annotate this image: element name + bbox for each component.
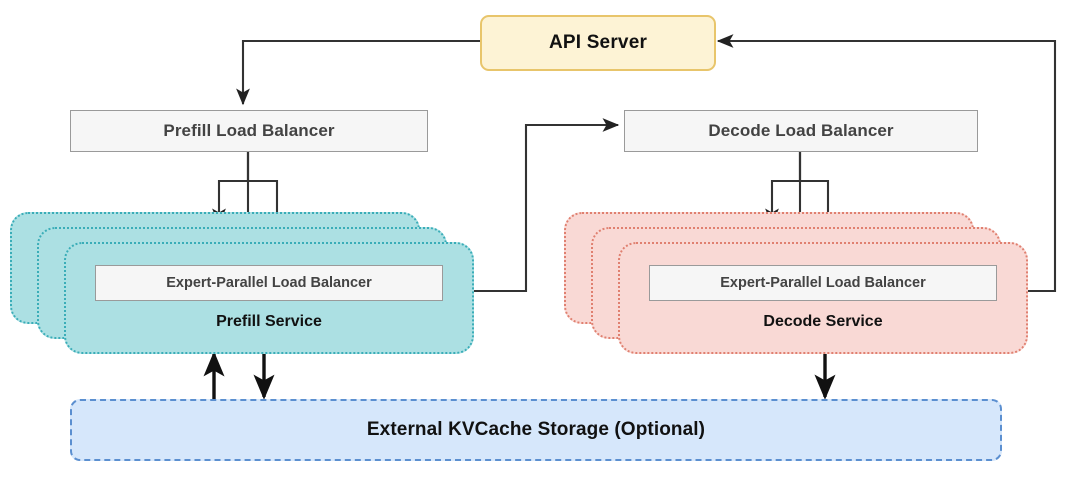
decode-service-label: Decode Service [763,313,883,330]
node-api-server[interactable]: API Server [480,15,716,71]
external-kvcache-storage-label: External KVCache Storage (Optional) [366,419,706,440]
decode-service-replica-card-front[interactable]: Expert-Parallel Load Balancer Decode Ser… [618,242,1028,354]
prefill-expert-parallel-load-balancer-label: Expert-Parallel Load Balancer [166,275,372,291]
prefill-service-label: Prefill Service [216,313,322,330]
node-decode-service-stack[interactable]: Expert-Parallel Load Balancer Decode Ser… [564,212,1034,354]
node-external-kvcache-storage[interactable]: External KVCache Storage (Optional) [70,399,1002,461]
decode-load-balancer-label: Decode Load Balancer [708,121,894,140]
prefill-expert-parallel-load-balancer[interactable]: Expert-Parallel Load Balancer [95,265,443,301]
node-prefill-service-stack[interactable]: Expert-Parallel Load Balancer Prefill Se… [10,212,480,354]
node-decode-load-balancer[interactable]: Decode Load Balancer [624,110,978,152]
decode-expert-parallel-load-balancer-label: Expert-Parallel Load Balancer [720,275,926,291]
decode-service-content: Expert-Parallel Load Balancer Decode Ser… [620,244,1026,352]
node-prefill-load-balancer[interactable]: Prefill Load Balancer [70,110,428,152]
prefill-service-replica-card-front[interactable]: Expert-Parallel Load Balancer Prefill Se… [64,242,474,354]
api-server-label: API Server [548,32,648,53]
prefill-service-content: Expert-Parallel Load Balancer Prefill Se… [66,244,472,352]
edge-api-to-prefill-lb [236,39,480,106]
prefill-load-balancer-label: Prefill Load Balancer [163,121,335,140]
decode-expert-parallel-load-balancer[interactable]: Expert-Parallel Load Balancer [649,265,997,301]
